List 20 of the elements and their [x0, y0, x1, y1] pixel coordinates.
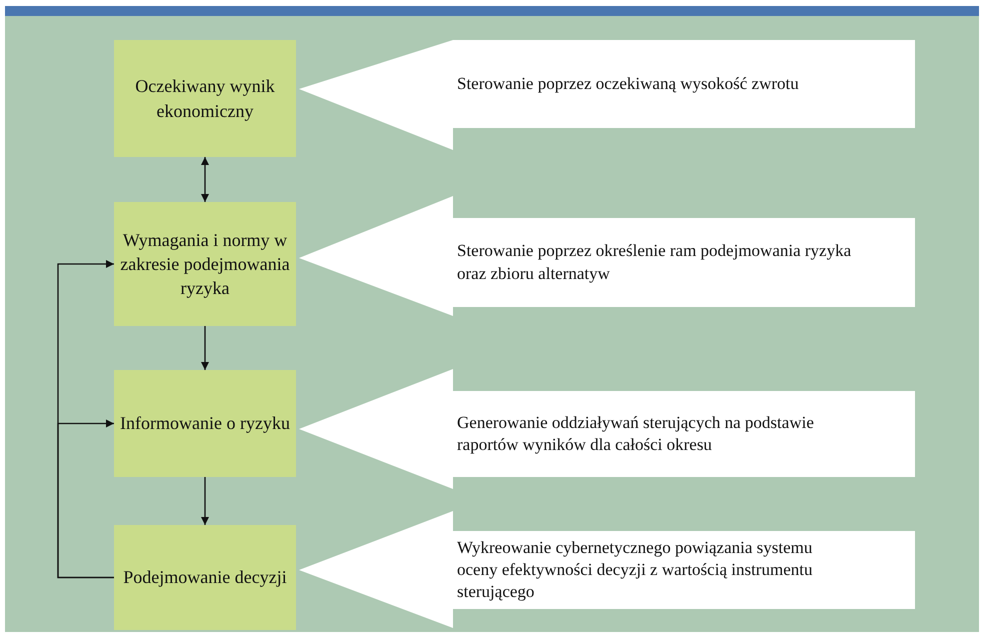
arrow — [201, 157, 209, 202]
callout-text: Sterowanie poprzez oczekiwaną wysokość zwrotu — [457, 72, 800, 95]
arrow — [201, 326, 209, 370]
arrow — [57, 420, 114, 578]
callout-text: Generowanie oddziaływań sterujących na podstawie raportów wyników dla całości okresu — [457, 412, 815, 456]
callout-text: Sterowanie poprzez określenie ram podejmowania ryzyka oraz zbioru alternatyw — [457, 240, 852, 285]
process-box — [114, 525, 296, 630]
arrow-callout — [299, 40, 915, 150]
arrow-callout — [299, 369, 915, 489]
arrow-callout — [299, 196, 915, 316]
callout-text: Wykreowanie cybernetycznego powiązania systemu oceny efektywności decyzji z wartością instrumentu sterującego — [457, 536, 814, 604]
process-box — [114, 202, 296, 326]
box-label: Informowanie o ryzyku — [120, 412, 290, 436]
process-box — [114, 40, 296, 157]
arrow — [201, 477, 209, 525]
box-label: Oczekiwany wynik ekonomiczny — [134, 75, 276, 123]
box-label: Podejmowanie decyzji — [123, 566, 287, 590]
process-box — [114, 370, 296, 477]
arrow-callout — [299, 511, 915, 628]
box-label: Wymagania i normy w zakresie podejmowania ryzyka — [120, 228, 290, 300]
